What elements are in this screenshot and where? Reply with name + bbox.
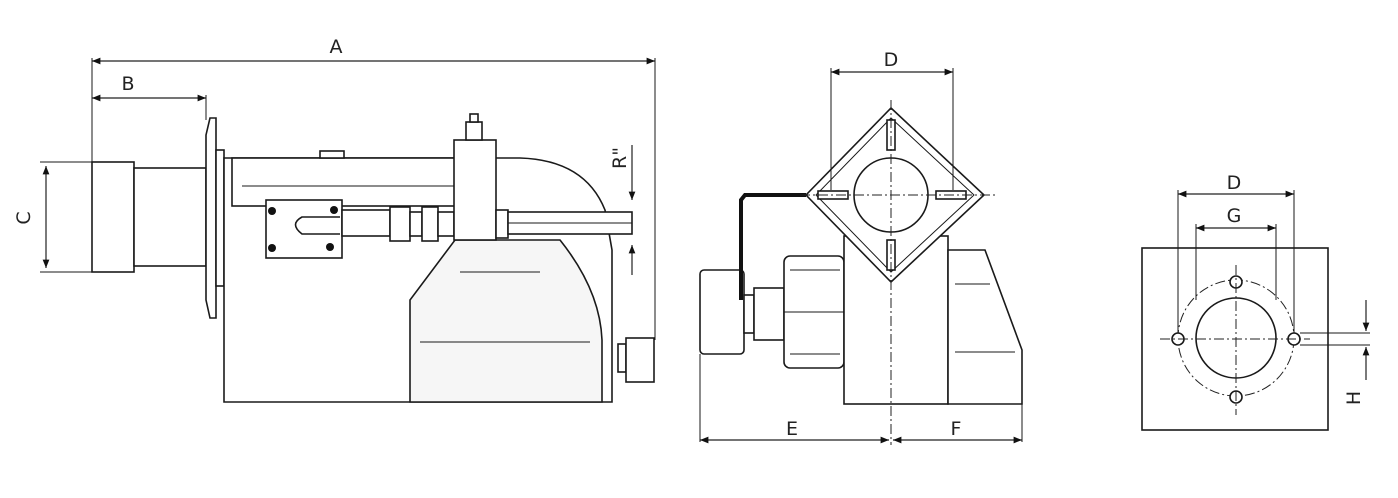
dim-label-h: H bbox=[1343, 391, 1365, 405]
connection-knob bbox=[625, 337, 655, 383]
air-duct bbox=[231, 157, 465, 207]
dim-label-e: E bbox=[786, 418, 798, 440]
blast-tube-front bbox=[91, 161, 135, 273]
dim-label-f: F bbox=[951, 418, 962, 440]
cable bbox=[739, 193, 806, 300]
dim-label-a: A bbox=[330, 36, 343, 58]
front-side-cover bbox=[947, 249, 1023, 405]
mounting-flange bbox=[205, 117, 217, 319]
dim-label-r: R" bbox=[609, 147, 631, 169]
motor-coupling bbox=[753, 287, 785, 341]
side-view: A B C R" bbox=[13, 36, 656, 403]
dim-label-c: C bbox=[13, 211, 35, 224]
fan-cover bbox=[409, 239, 603, 403]
front-view: D E F bbox=[699, 49, 1023, 445]
dim-label-g: G bbox=[1227, 205, 1242, 227]
solenoid-valve bbox=[453, 139, 497, 241]
dim-label-d-plate: D bbox=[1227, 172, 1242, 194]
fitting-nut bbox=[389, 206, 411, 242]
boiler-plate-view: D G H bbox=[1141, 172, 1370, 431]
motor-end bbox=[699, 269, 745, 355]
blast-tube bbox=[133, 167, 207, 267]
dim-label-d: D bbox=[884, 49, 899, 71]
dim-label-b: B bbox=[121, 73, 134, 95]
